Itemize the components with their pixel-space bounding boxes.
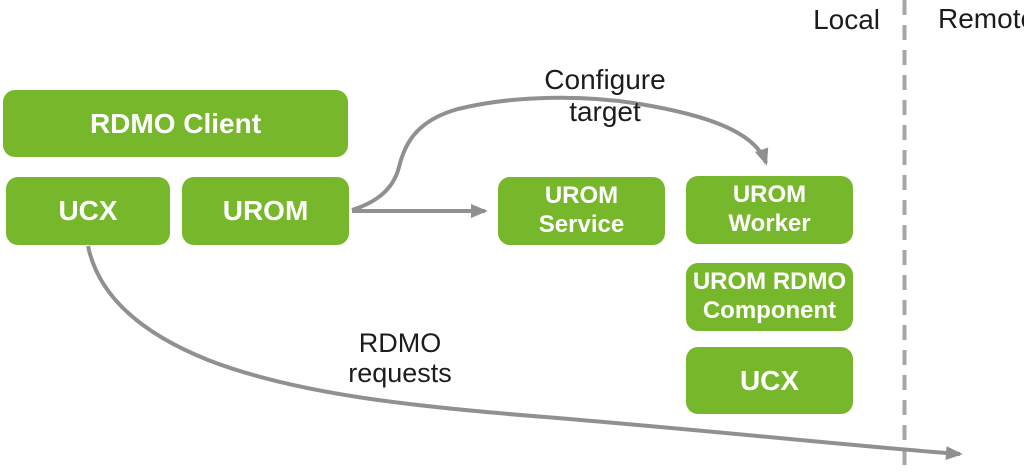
rdmo-client-label: RDMO Client — [89, 107, 262, 139]
configure-target-annotation: Configure target — [544, 64, 666, 127]
urom-worker-label: UROM Worker — [728, 181, 811, 237]
urom-service-box: UROM Service — [498, 177, 665, 245]
urom-box: UROM — [182, 177, 349, 245]
ucx-service-box: UCX — [686, 347, 853, 414]
configure-target-arrow — [351, 95, 769, 212]
urom-worker-box: UROM Worker — [686, 176, 853, 244]
remote-region-label: Remote — [938, 3, 1024, 34]
ucx-client-box: UCX — [6, 177, 170, 245]
rdmo-client-box: RDMO Client — [3, 90, 348, 157]
urom-rdmo-component-label: UROM RDMO Component — [692, 268, 847, 324]
rdmo-requests-annotation: RDMO requests — [348, 328, 452, 389]
urom-rdmo-component-box: UROM RDMO Component — [686, 263, 853, 331]
rdmo-requests-arrow — [86, 245, 963, 461]
ucx-client-label: UCX — [58, 195, 118, 227]
local-region-label: Local — [813, 4, 880, 35]
urom-service-label: UROM Service — [538, 182, 625, 238]
urom-label: UROM — [222, 195, 309, 227]
ucx-service-label: UCX — [739, 364, 800, 396]
